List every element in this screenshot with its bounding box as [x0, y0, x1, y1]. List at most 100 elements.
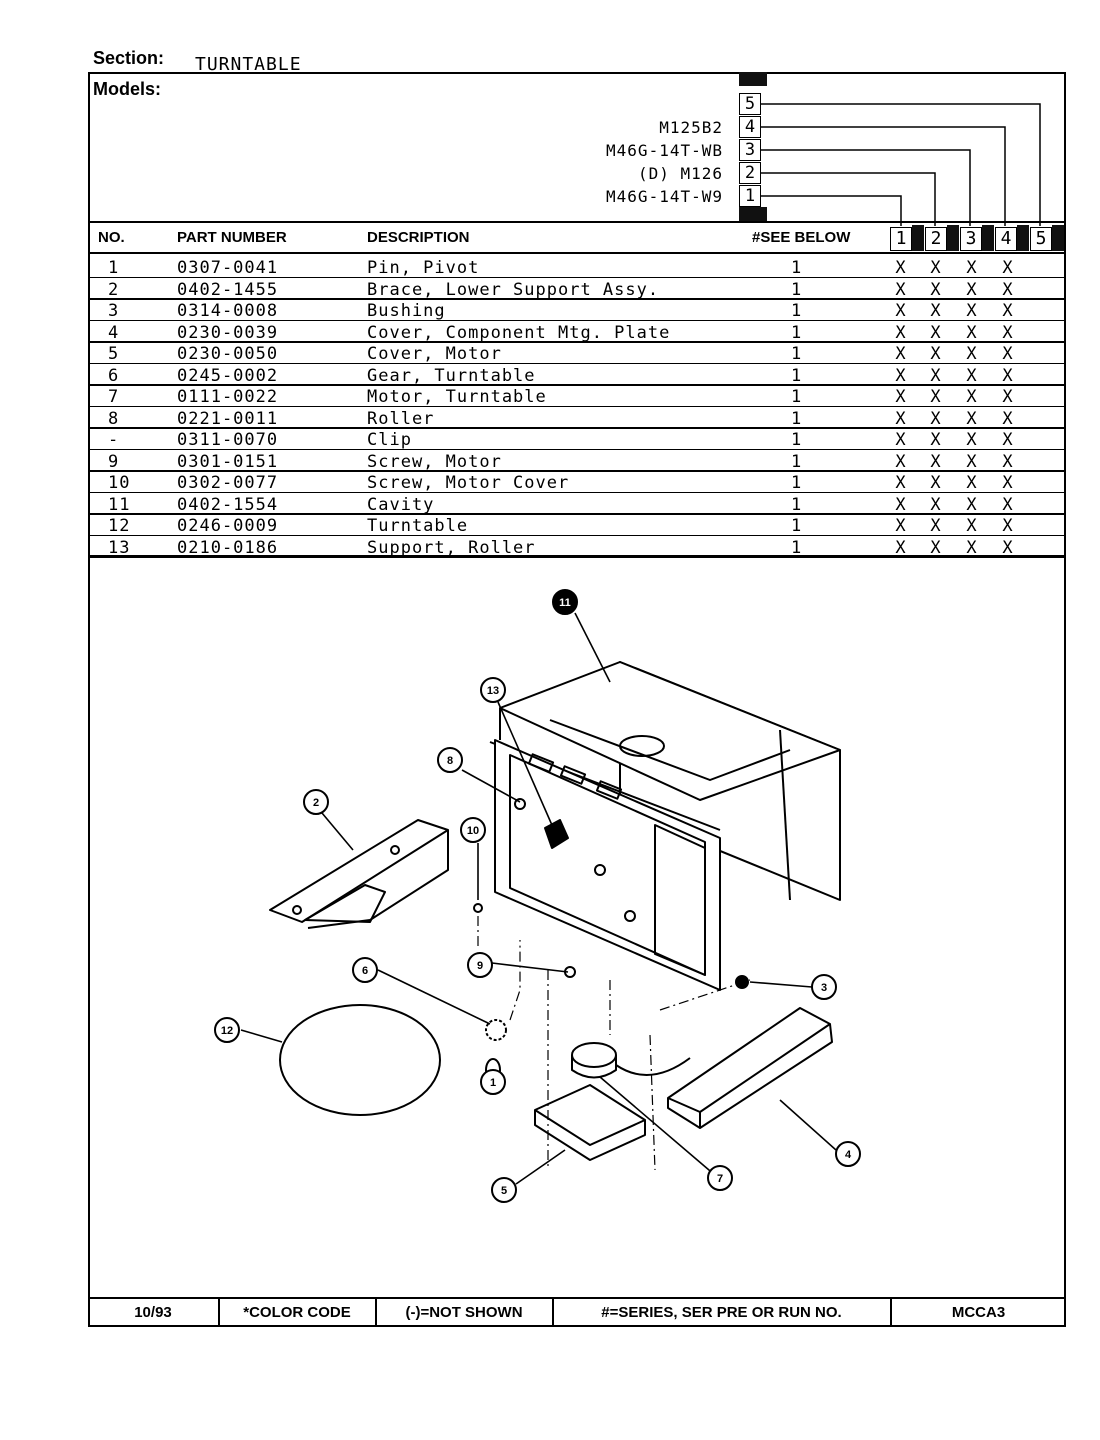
part-no: 1: [108, 258, 120, 278]
cavity-part: [489, 661, 841, 901]
model-1-mark: X: [895, 279, 907, 300]
footer-divider: [890, 1299, 892, 1327]
callout-label: 4: [845, 1149, 852, 1161]
component-cover-part: [667, 1007, 833, 1129]
model-4-mark: X: [1002, 279, 1014, 300]
column-divider: [912, 225, 924, 251]
part-quantity: 1: [791, 301, 803, 321]
header-description: DESCRIPTION: [367, 229, 470, 246]
callout-10: 10: [460, 817, 486, 843]
column-divider: [982, 225, 994, 251]
model-1-mark: X: [895, 387, 907, 407]
model-4-mark: X: [1002, 344, 1014, 364]
model-number-2: 2: [739, 162, 761, 184]
header-top-rule: [88, 221, 1066, 223]
model-4-mark: X: [1002, 516, 1014, 536]
row-underline: [88, 384, 1066, 386]
model-1-mark: X: [895, 494, 907, 515]
column-model-5: 5: [1030, 227, 1052, 251]
part-quantity: 1: [791, 365, 803, 386]
model-2-mark: X: [930, 516, 942, 536]
callout-3: 3: [811, 974, 837, 1000]
callout-label: 8: [447, 755, 453, 767]
model-4-mark: X: [1002, 430, 1014, 450]
row-underline: [88, 298, 1066, 300]
callout-label: 1: [490, 1077, 496, 1089]
model-number-4: 4: [739, 116, 761, 138]
row-underline: [88, 534, 1066, 536]
part-number: 0301-0151: [177, 451, 279, 472]
part-number: 0246-0009: [177, 516, 279, 536]
column-divider: [1017, 225, 1029, 251]
model-3-mark: X: [966, 301, 978, 321]
model-3-mark: X: [966, 322, 978, 343]
model-1-mark: X: [895, 301, 907, 321]
part-quantity: 1: [791, 537, 803, 558]
model-1-mark: X: [895, 408, 907, 429]
part-no: 3: [108, 301, 120, 321]
model-3-mark: X: [966, 344, 978, 364]
column-model-3: 3: [960, 227, 982, 251]
footer-not-shown: (-)=NOT SHOWN: [405, 1304, 523, 1321]
motor-cover-part: [534, 1084, 646, 1161]
column-model-1: 1: [890, 227, 912, 251]
motor-part: [571, 1042, 691, 1079]
part-number: 0221-0011: [177, 408, 279, 429]
model-4-mark: X: [1002, 494, 1014, 515]
model-3-mark: X: [966, 279, 978, 300]
model-1-mark: X: [895, 516, 907, 536]
part-description: Screw, Motor Cover: [367, 473, 570, 493]
model-1-mark: X: [895, 365, 907, 386]
callout-label: 5: [501, 1185, 507, 1197]
callout-6: 6: [352, 957, 378, 983]
callout-12: 12: [214, 1017, 240, 1043]
part-number: 0314-0008: [177, 301, 279, 321]
model-name-2: (D) M126: [637, 164, 723, 183]
footer-code: MCCA3: [951, 1304, 1006, 1321]
model-4-mark: X: [1002, 301, 1014, 321]
column-divider: [1052, 225, 1064, 251]
model-4-mark: X: [1002, 258, 1014, 278]
model-3-mark: X: [966, 258, 978, 278]
part-quantity: 1: [791, 430, 803, 450]
callout-label: 13: [487, 685, 499, 697]
callout-label: 10: [467, 825, 479, 837]
model-1-mark: X: [895, 430, 907, 450]
column-model-2: 2: [925, 227, 947, 251]
part-quantity: 1: [791, 322, 803, 343]
models-label: Models:: [93, 79, 162, 99]
part-no: 2: [108, 279, 120, 300]
model-3-mark: X: [966, 451, 978, 472]
model-band-top: [739, 72, 767, 86]
model-3-mark: X: [966, 365, 978, 386]
part-no: 4: [108, 322, 120, 343]
row-underline: [88, 405, 1066, 407]
part-number: 0230-0050: [177, 344, 279, 364]
column-model-4: 4: [995, 227, 1017, 251]
model-2-mark: X: [930, 279, 942, 300]
callout-label: 6: [362, 965, 368, 977]
part-description: Clip: [367, 430, 412, 450]
callout-4: 4: [835, 1141, 861, 1167]
model-number-5: 5: [739, 93, 761, 115]
header-no: NO.: [98, 229, 125, 246]
header-see-below: #SEE BELOW: [752, 229, 851, 246]
part-number: 0402-1554: [177, 494, 279, 515]
callout-7: 7: [707, 1165, 733, 1191]
part-quantity: 1: [791, 408, 803, 429]
footer-divider: [552, 1299, 554, 1327]
header-bottom-rule: [88, 252, 1066, 254]
footer-series-note: #=SERIES, SER PRE OR RUN NO.: [601, 1304, 842, 1321]
part-description: Cover, Component Mtg. Plate: [367, 322, 671, 343]
row-underline: [88, 276, 1066, 278]
part-quantity: 1: [791, 451, 803, 472]
model-connector-lines: [761, 103, 1041, 226]
